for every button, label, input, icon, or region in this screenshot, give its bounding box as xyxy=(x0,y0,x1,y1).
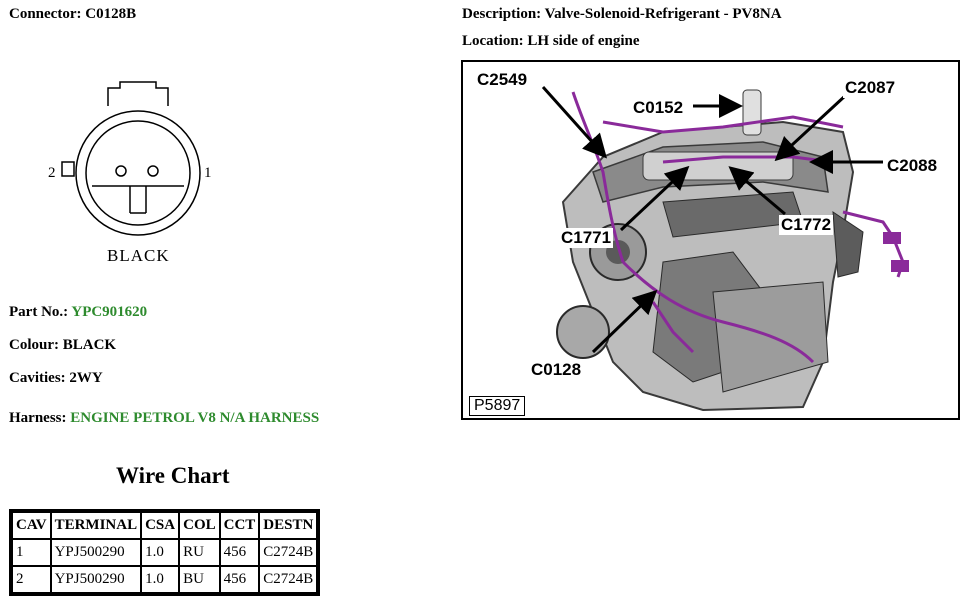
colour-label: Colour: xyxy=(9,337,59,353)
engine-location-figure: C2549 C0152 C2087 C2088 C1772 C1771 C012… xyxy=(461,60,960,420)
header-cct: CCT xyxy=(219,512,260,539)
part-no-link[interactable]: YPC901620 xyxy=(71,304,148,320)
colour-value: BLACK xyxy=(62,337,117,353)
callout-c2087: C2087 xyxy=(843,78,898,98)
connector-label: Connector: xyxy=(9,6,82,22)
cell-terminal: YPJ500290 xyxy=(50,566,142,593)
cell-csa: 1.0 xyxy=(141,539,180,566)
pin-label-2: 2 xyxy=(48,165,56,181)
harness-line: Harness: ENGINE PETROL V8 N/A HARNESS xyxy=(9,410,319,427)
header-col: COL xyxy=(179,512,220,539)
cell-cav: 1 xyxy=(12,539,51,566)
wire-chart-table: CAV TERMINAL CSA COL CCT DESTN 1 YPJ5002… xyxy=(9,509,321,596)
connector-value: C0128B xyxy=(85,6,137,22)
description-value: Valve-Solenoid-Refrigerant - PV8NA xyxy=(544,6,782,22)
header-terminal: TERMINAL xyxy=(50,512,142,539)
figure-reference-label: P5897 xyxy=(469,396,526,416)
cell-cav: 2 xyxy=(12,566,51,593)
connector-colour-caption: BLACK xyxy=(107,246,170,265)
table-row: 1 YPJ500290 1.0 RU 456 C2724B xyxy=(12,539,318,566)
cell-destn: C2724B xyxy=(259,539,318,566)
location-line: Location: LH side of engine xyxy=(462,33,640,50)
callout-c1772: C1772 xyxy=(779,215,834,235)
cell-csa: 1.0 xyxy=(141,566,180,593)
cavities-label: Cavities: xyxy=(9,370,66,386)
table-row: 2 YPJ500290 1.0 BU 456 C2724B xyxy=(12,566,318,593)
connector-line: Connector: C0128B xyxy=(9,6,136,23)
cell-col: BU xyxy=(179,566,220,593)
description-line: Description: Valve-Solenoid-Refrigerant … xyxy=(462,6,782,23)
location-label: Location: xyxy=(462,33,524,49)
callout-c0152: C0152 xyxy=(631,98,686,118)
cell-cct: 456 xyxy=(219,566,260,593)
connector-face-diagram xyxy=(61,81,201,236)
cell-destn: C2724B xyxy=(259,566,318,593)
part-no-line: Part No.: YPC901620 xyxy=(9,304,147,321)
harness-link[interactable]: ENGINE PETROL V8 N/A HARNESS xyxy=(70,410,320,426)
cavities-value: 2WY xyxy=(69,370,103,386)
cell-cct: 456 xyxy=(219,539,260,566)
location-value: LH side of engine xyxy=(527,33,640,49)
part-no-label: Part No.: xyxy=(9,304,69,320)
header-cav: CAV xyxy=(12,512,51,539)
description-label: Description: xyxy=(462,6,542,22)
cell-terminal: YPJ500290 xyxy=(50,539,142,566)
callout-c1771: C1771 xyxy=(559,228,614,248)
cavities-line: Cavities: 2WY xyxy=(9,370,103,387)
wire-chart-title: Wire Chart xyxy=(116,463,230,488)
header-csa: CSA xyxy=(141,512,180,539)
cell-col: RU xyxy=(179,539,220,566)
table-header-row: CAV TERMINAL CSA COL CCT DESTN xyxy=(12,512,318,539)
harness-label: Harness: xyxy=(9,410,67,426)
engine-illustration xyxy=(541,85,909,412)
callout-c2549: C2549 xyxy=(475,70,530,90)
callout-c0128: C0128 xyxy=(529,360,584,380)
colour-line: Colour: BLACK xyxy=(9,337,116,354)
header-destn: DESTN xyxy=(259,512,318,539)
callout-c2088: C2088 xyxy=(885,156,940,176)
pin-label-1: 1 xyxy=(204,165,212,181)
